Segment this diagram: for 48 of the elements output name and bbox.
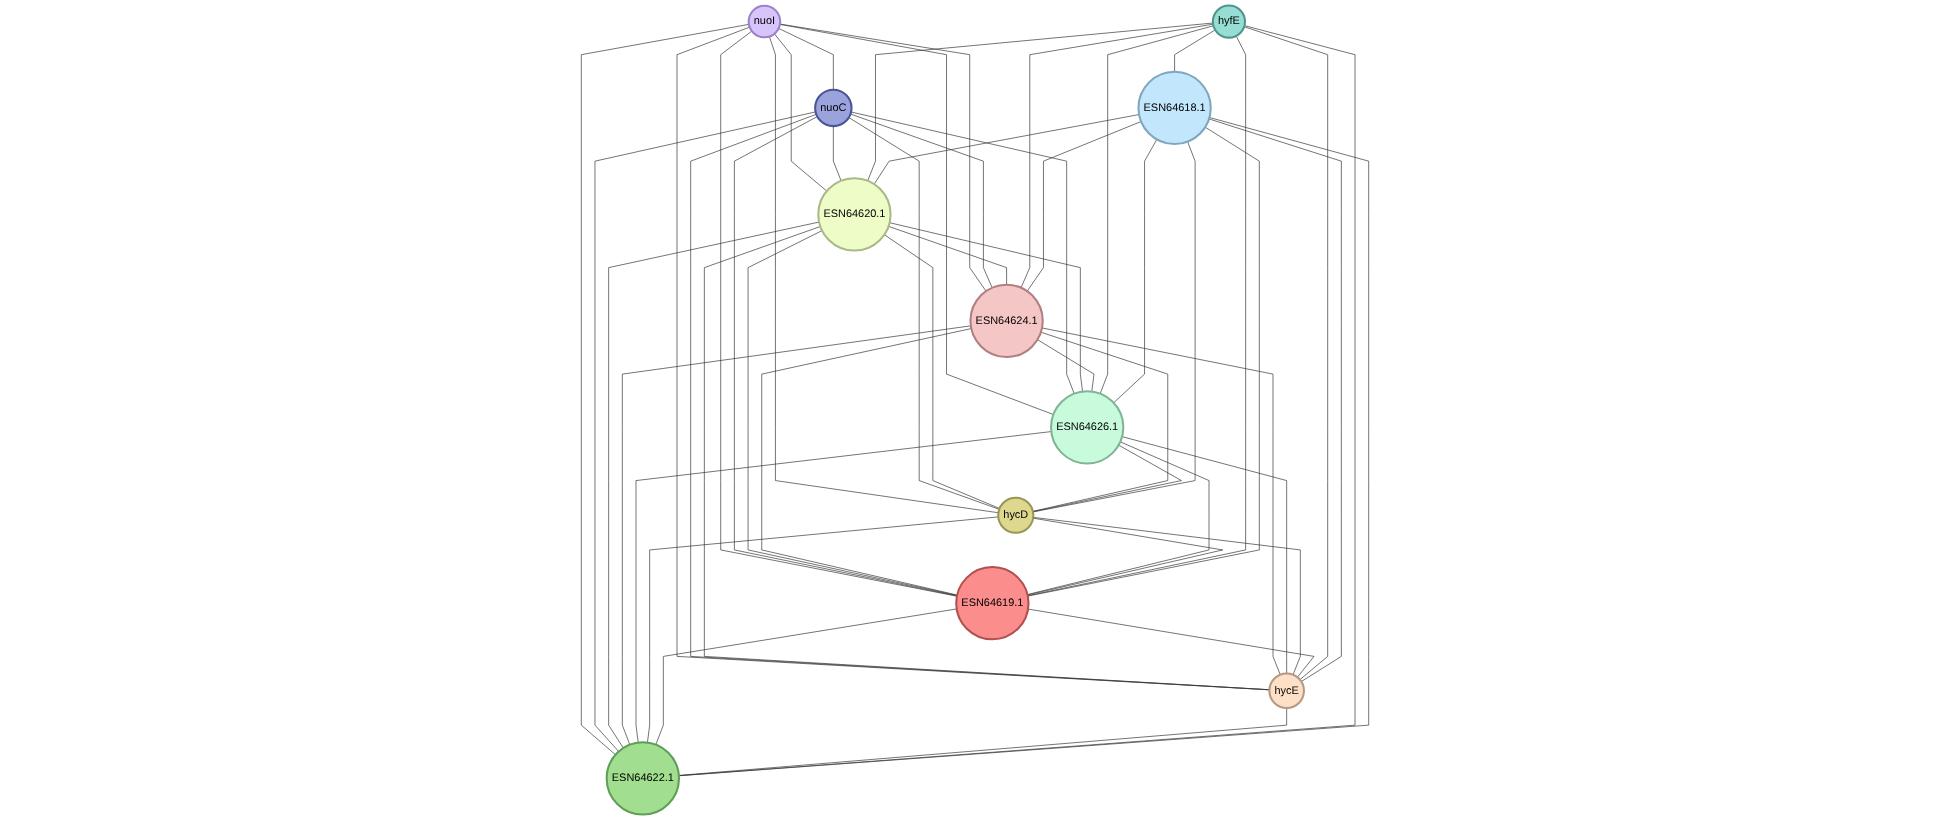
connector	[1037, 339, 1095, 392]
connector	[655, 608, 958, 745]
connector	[779, 24, 1054, 415]
connector	[1027, 608, 1315, 678]
connector	[647, 516, 999, 743]
connector	[747, 230, 958, 596]
connector	[580, 24, 750, 756]
connector	[884, 234, 1000, 509]
connector	[1027, 517, 1224, 596]
connector	[1208, 118, 1342, 682]
connector	[1113, 139, 1158, 404]
connector	[720, 30, 958, 597]
connector	[594, 111, 816, 752]
connector	[676, 26, 1270, 691]
connector	[850, 111, 1075, 394]
connector	[1243, 26, 1328, 680]
connector	[850, 113, 993, 289]
connector	[1026, 121, 1142, 292]
connector	[1174, 29, 1216, 73]
connector	[1121, 436, 1287, 674]
connector	[734, 116, 958, 597]
connector	[833, 125, 842, 182]
connector	[779, 23, 987, 292]
connector	[769, 36, 999, 514]
connector	[889, 222, 1083, 392]
connector	[1032, 141, 1196, 513]
connector	[1027, 441, 1210, 595]
connector	[678, 707, 1287, 776]
connector	[867, 22, 1214, 182]
connector	[1032, 517, 1301, 676]
connector	[778, 28, 834, 91]
connector	[848, 117, 1000, 510]
connector	[774, 33, 828, 192]
connector	[690, 113, 1270, 691]
connector	[704, 226, 1270, 691]
connector	[1027, 126, 1260, 597]
connector	[1041, 327, 1281, 676]
connector	[1032, 331, 1169, 512]
connector	[1027, 35, 1246, 597]
connector	[873, 114, 1140, 185]
connector	[761, 328, 972, 596]
connector	[1020, 23, 1214, 289]
connector	[622, 325, 972, 745]
connector	[1032, 444, 1182, 512]
connector	[635, 431, 1052, 743]
connector	[608, 221, 820, 749]
connector	[888, 226, 1007, 286]
connector	[1099, 25, 1214, 394]
